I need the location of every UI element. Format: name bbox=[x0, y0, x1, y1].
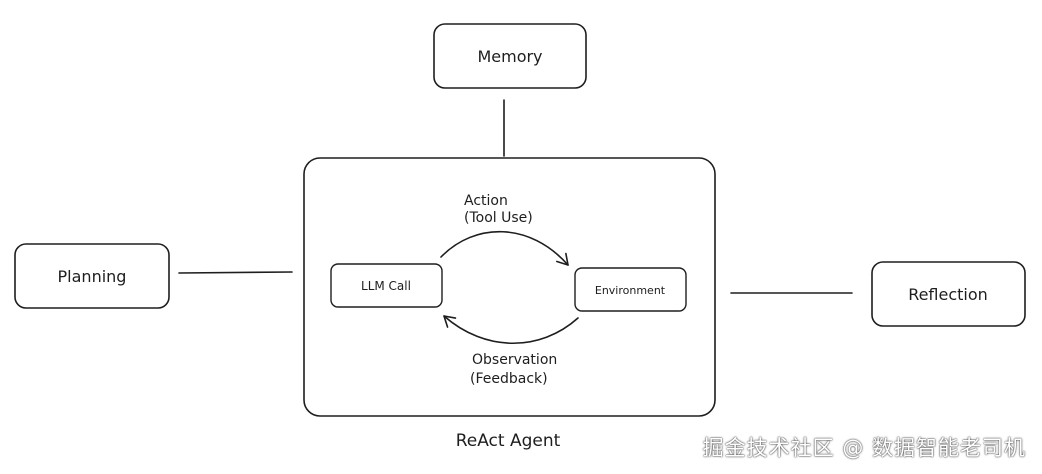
reflection-node: Reflection bbox=[871, 261, 1026, 327]
observation-label-line2: (Feedback) bbox=[470, 371, 548, 387]
react-agent-label: ReAct Agent bbox=[456, 431, 561, 451]
action-arrow bbox=[440, 230, 569, 266]
planning-connector bbox=[178, 271, 293, 274]
memory-label: Memory bbox=[477, 47, 542, 66]
memory-node: Memory bbox=[433, 23, 587, 89]
llm-call-node: LLM Call bbox=[330, 263, 443, 308]
action-label-line1: Action bbox=[464, 193, 508, 209]
reflection-label: Reflection bbox=[908, 285, 988, 304]
observation-arrow bbox=[443, 315, 579, 344]
watermark: 掘金技术社区 @ 数据智能老司机 bbox=[702, 436, 1026, 460]
react-agent-container bbox=[303, 157, 716, 417]
observation-label-line1: Observation bbox=[472, 352, 557, 368]
llm-call-label: LLM Call bbox=[361, 279, 411, 293]
planning-label: Planning bbox=[58, 267, 127, 286]
environment-node: Environment bbox=[574, 267, 687, 312]
planning-node: Planning bbox=[14, 243, 170, 309]
action-label-line2: (Tool Use) bbox=[464, 210, 533, 226]
environment-label: Environment bbox=[595, 284, 666, 297]
